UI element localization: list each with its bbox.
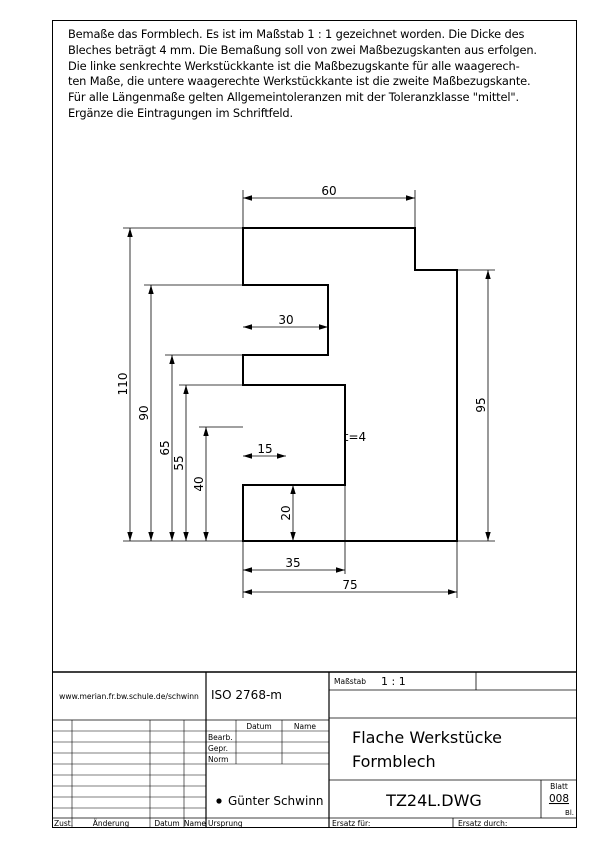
footer-zust: Zust. (54, 819, 73, 828)
task-line: ten Maße, die untere waagerechte Werkstü… (68, 74, 531, 89)
iso-standard: ISO 2768-m (211, 688, 282, 702)
author-name: Günter Schwinn (228, 794, 324, 808)
footer-datum: Datum (154, 819, 179, 828)
drawing-title-line1: Flache Werkstücke (352, 728, 502, 747)
footer-ersatz-durch: Ersatz durch: (458, 819, 507, 828)
bullet-icon (216, 798, 222, 804)
dim-value-60: 60 (321, 184, 336, 198)
dim-value-40: 40 (192, 476, 206, 491)
dim-value-35: 35 (285, 556, 300, 570)
footer-name: Name (184, 819, 207, 828)
task-line: Bleches beträgt 4 mm. Die Bemaßung soll … (68, 42, 537, 57)
thickness-label: t=4 (344, 430, 366, 444)
drawing-title-line2: Formblech (352, 752, 436, 771)
task-line: Bemaße das Formblech. Es ist im Maßstab … (68, 27, 525, 41)
extension-lines (123, 190, 495, 598)
dim-value-15: 15 (257, 442, 272, 456)
scale-value: 1 : 1 (381, 675, 406, 688)
row-gepr: Gepr. (208, 744, 228, 753)
row-bearb: Bearb. (208, 733, 233, 742)
header-datum: Datum (246, 722, 271, 731)
blatt-label: Blatt (550, 782, 568, 791)
dim-value-95: 95 (474, 397, 488, 412)
bl-label: Bl. (565, 809, 574, 817)
drawing-sheet-frame (52, 20, 577, 828)
task-instructions: Bemaße das Formblech. Es ist im Maßstab … (68, 27, 568, 122)
workpiece-outline (242, 227, 458, 542)
dim-value-55: 55 (172, 455, 186, 470)
dim-value-65: 65 (158, 440, 172, 455)
dim-value-90: 90 (137, 405, 151, 420)
task-line: Ergänze die Eintragungen im Schriftfeld. (68, 105, 293, 120)
row-norm: Norm (208, 755, 228, 764)
task-line: Die linke senkrechte Werkstückkante ist … (68, 58, 520, 73)
website-url: www.merian.fr.bw.schule.de/schwinn (59, 692, 199, 701)
dim-value-110: 110 (116, 373, 130, 396)
dim-value-75: 75 (342, 578, 357, 592)
drawing-number: TZ24L.DWG (385, 791, 482, 810)
header-name: Name (294, 722, 317, 731)
dim-value-30: 30 (278, 313, 293, 327)
footer-aenderung: Änderung (93, 819, 130, 828)
scale-label: Maßstab (334, 677, 366, 686)
title-block (52, 671, 577, 828)
footer-ersatz-fuer: Ersatz für: (332, 819, 370, 828)
task-line: Für alle Längenmaße gelten Allgemeintole… (68, 90, 519, 105)
dimension-lines (127, 195, 491, 595)
blatt-number: 008 (549, 793, 569, 805)
footer-ursprung: Ursprung (208, 819, 243, 828)
dim-value-20: 20 (279, 505, 293, 520)
